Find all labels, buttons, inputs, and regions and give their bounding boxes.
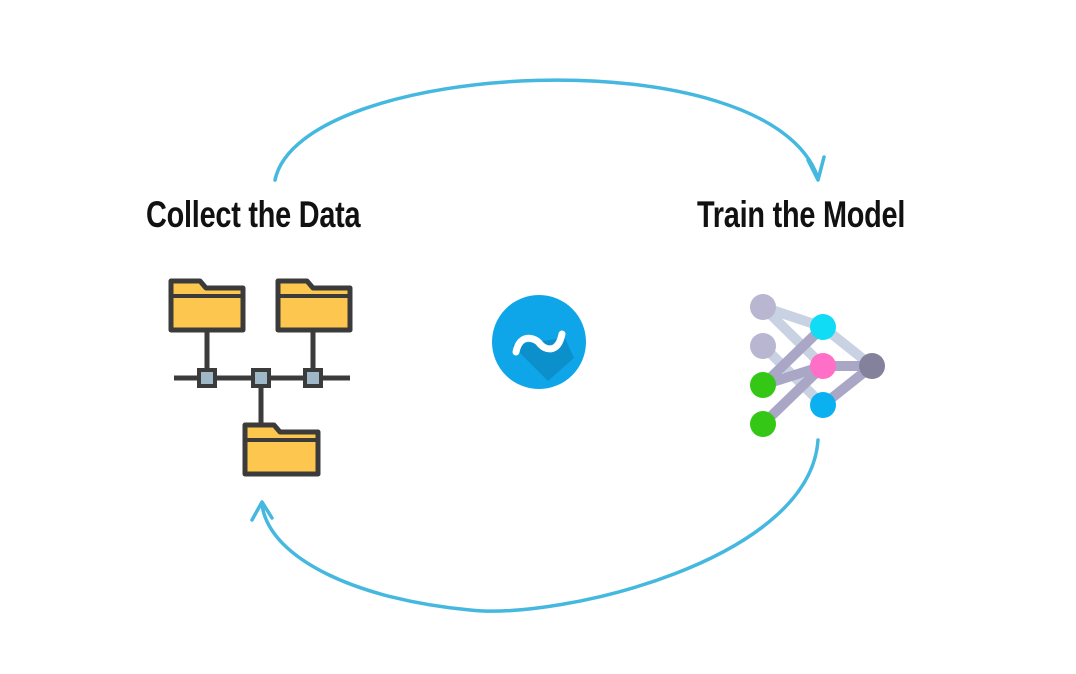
- train-model-label: Train the Model: [697, 194, 906, 235]
- neural-network-icon: [750, 294, 885, 437]
- tilde-logo-icon: [492, 295, 586, 389]
- folder-network-icon: [168, 278, 353, 477]
- collect-data-label: Collect the Data: [146, 194, 361, 235]
- bottom-arrowhead: [250, 500, 274, 522]
- bottom-cycle-arrow: [260, 438, 820, 613]
- top-arrowhead: [806, 155, 826, 182]
- top-cycle-arrow: [273, 78, 820, 182]
